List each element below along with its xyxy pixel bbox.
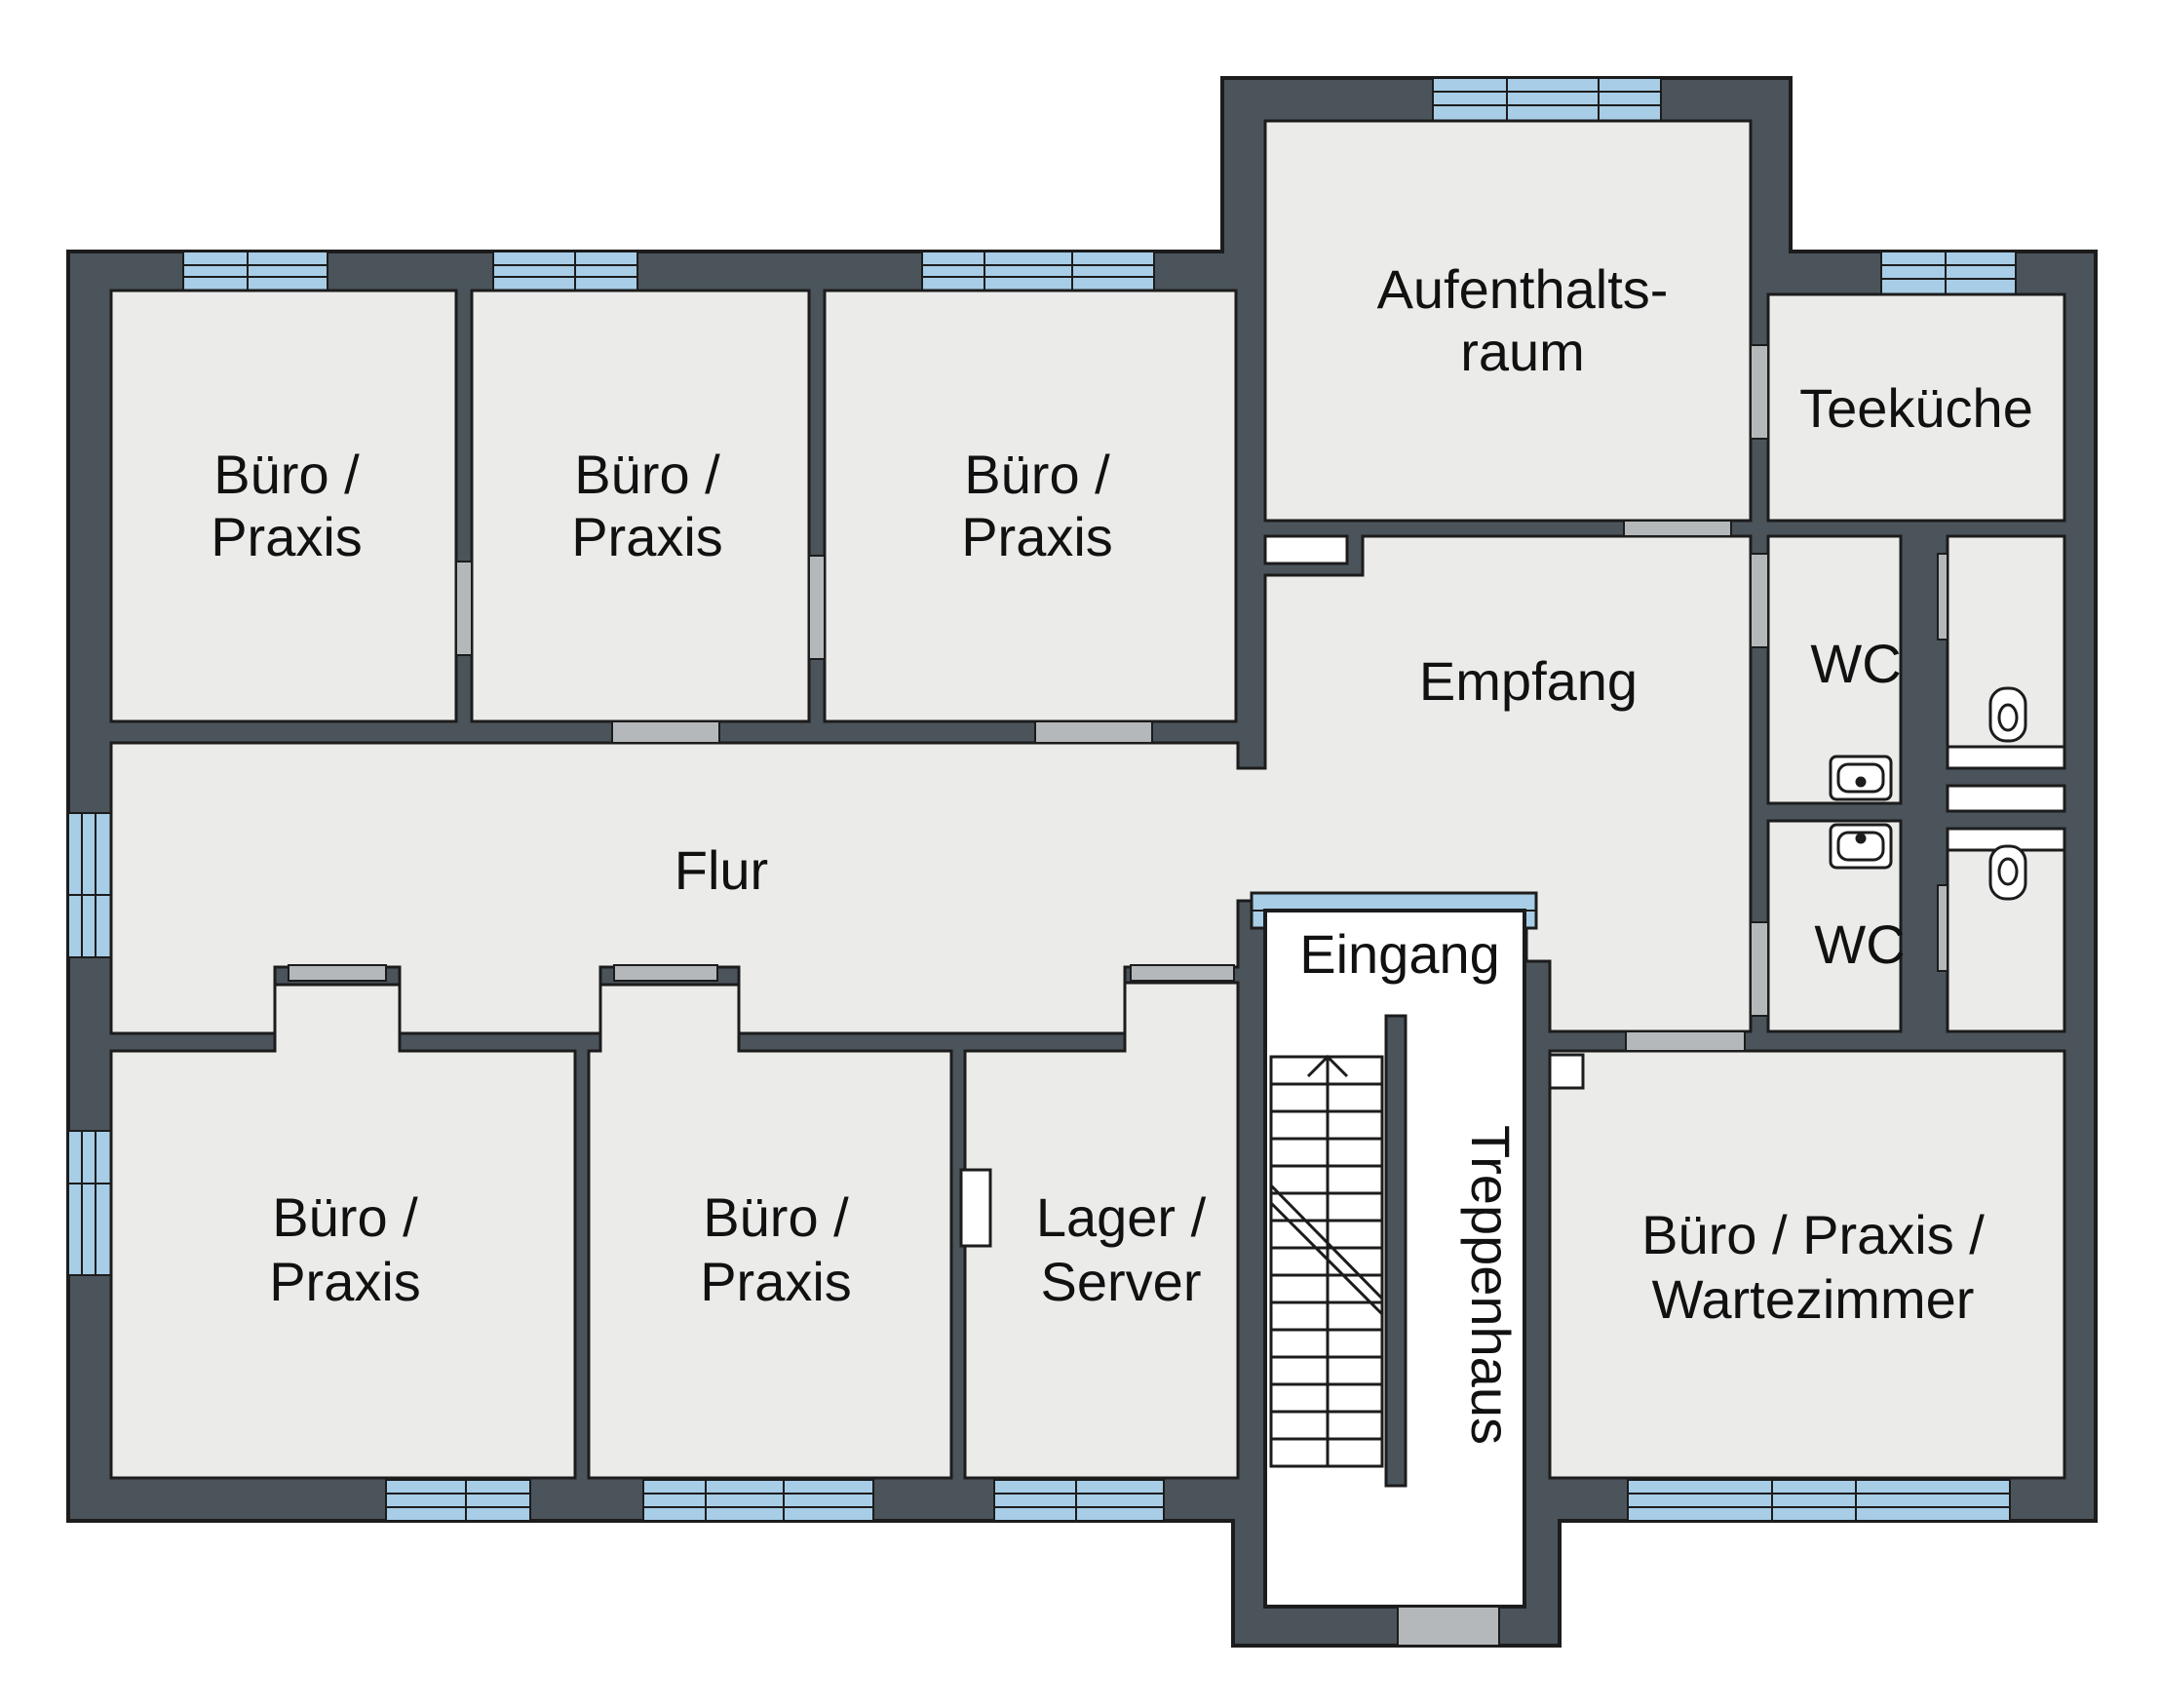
room-floors xyxy=(109,119,2066,1480)
door xyxy=(288,964,387,982)
label-buero-6-line2: Wartezimmer xyxy=(1652,1268,1975,1330)
window xyxy=(492,251,638,291)
window xyxy=(642,1479,874,1522)
stairwell xyxy=(1250,891,1538,1647)
door xyxy=(1625,1030,1746,1052)
label-empfang: Empfang xyxy=(1419,650,1638,712)
label-buero-6: Büro / Praxis / xyxy=(1641,1204,1985,1265)
door xyxy=(1750,921,1769,1017)
door xyxy=(611,720,720,744)
door xyxy=(1937,553,1948,640)
sink-icon xyxy=(1829,755,1893,801)
door xyxy=(1130,964,1235,982)
label-buero-1: Büro / xyxy=(213,444,360,505)
label-flur: Flur xyxy=(675,839,768,901)
room-buero-2 xyxy=(470,289,811,723)
door xyxy=(1034,720,1153,744)
label-lager: Lager / xyxy=(1036,1186,1207,1248)
toilet-icon xyxy=(1988,844,2027,901)
windows xyxy=(67,77,2017,1522)
window xyxy=(1627,1479,2011,1522)
toilet-icon xyxy=(1988,686,2027,743)
door xyxy=(1750,344,1769,440)
label-buero-5-line2: Praxis xyxy=(700,1251,852,1312)
label-buero-4: Büro / xyxy=(272,1186,418,1248)
label-treppenhaus: Treppenhaus xyxy=(1460,1125,1522,1445)
door xyxy=(613,964,718,982)
arrow-up-icon xyxy=(1306,1054,1349,1082)
window xyxy=(1432,77,1662,122)
door xyxy=(455,561,473,656)
label-buero-5: Büro / xyxy=(703,1186,849,1248)
window xyxy=(67,812,112,958)
window-mullions xyxy=(68,78,2016,1521)
room-labels: Büro / Praxis Büro / Praxis Büro / Praxi… xyxy=(211,258,2033,1445)
label-buero-2: Büro / xyxy=(574,444,720,505)
label-buero-1-line2: Praxis xyxy=(211,506,363,567)
label-teekueche: Teeküche xyxy=(1799,377,2033,439)
label-wc-1: WC xyxy=(1810,633,1901,694)
window xyxy=(67,1130,112,1276)
label-buero-3-line2: Praxis xyxy=(961,506,1113,567)
room-lager xyxy=(963,981,1240,1480)
window xyxy=(993,1479,1165,1522)
room-aufenthaltsraum xyxy=(1263,119,1753,523)
room-buero-1 xyxy=(109,289,458,723)
label-buero-2-line2: Praxis xyxy=(571,506,723,567)
room-buero-6 xyxy=(1548,1049,2066,1480)
room-teekueche xyxy=(1766,292,2066,523)
door xyxy=(1937,884,1948,972)
label-eingang: Eingang xyxy=(1299,923,1500,985)
label-lager-line2: Server xyxy=(1041,1251,1202,1312)
window xyxy=(921,251,1155,291)
shafts xyxy=(959,534,2066,1248)
room-buero-5 xyxy=(587,983,953,1480)
door xyxy=(808,555,826,660)
door xyxy=(1623,520,1732,537)
window xyxy=(1880,251,2017,295)
label-aufenthaltsraum: Aufenthalts- xyxy=(1377,258,1669,320)
door xyxy=(1750,553,1769,648)
label-aufenthaltsraum-line2: raum xyxy=(1460,321,1585,382)
room-buero-3 xyxy=(823,289,1238,723)
doors xyxy=(288,344,1948,1052)
label-buero-4-line2: Praxis xyxy=(269,1251,421,1312)
sink-icon xyxy=(1829,823,1893,870)
label-buero-3: Büro / xyxy=(964,444,1110,505)
window xyxy=(385,1479,531,1522)
window xyxy=(182,251,328,291)
label-wc-2: WC xyxy=(1814,913,1905,975)
room-buero-4 xyxy=(109,983,577,1480)
